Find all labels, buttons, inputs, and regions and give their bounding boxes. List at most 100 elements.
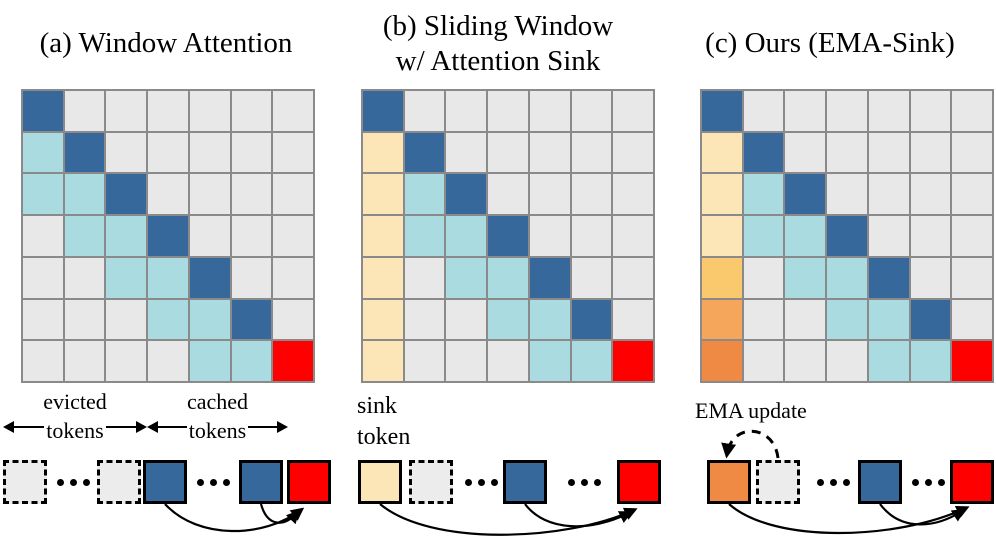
grid-cell-cached: [106, 216, 147, 256]
grid-cell-cached: [529, 299, 570, 340]
grid-cell-empty: [571, 174, 612, 215]
dot: [594, 478, 601, 486]
dot: [830, 478, 837, 486]
grid-cell-diagonal: [231, 299, 272, 340]
grid-cell-empty: [827, 132, 867, 173]
grid-cell-sink: [363, 299, 403, 340]
grid-cell-empty: [868, 174, 909, 215]
grid-cell-cached: [23, 132, 63, 173]
grid-cell-cached: [529, 341, 570, 381]
grid-cell-empty: [488, 341, 528, 381]
grid-cell-cached: [106, 257, 147, 298]
grid-cell-empty: [273, 299, 313, 340]
grid-cell-empty: [613, 299, 653, 340]
grid-cell-empty: [488, 91, 528, 131]
panel-a-title-line1: (a) Window Attention: [39, 27, 293, 60]
grid-cell-empty: [189, 132, 230, 173]
panel-b-title-line2: w/ Attention Sink: [395, 45, 601, 77]
grid-cell-ema-updated: [702, 299, 742, 340]
attend-arc-near: [259, 503, 300, 525]
grid-cell-diagonal: [488, 216, 528, 256]
cached-span-arrow: tokens: [147, 414, 288, 443]
grid-cell-ema-updated: [702, 341, 742, 381]
token-cached: [858, 460, 902, 504]
grid-cell-empty: [273, 132, 313, 173]
dot: [465, 478, 472, 486]
token-current: [950, 460, 994, 504]
token-row-b: [332, 455, 664, 541]
grid-cell-empty: [404, 299, 445, 340]
grid-cell-empty: [613, 216, 653, 256]
grid-cell-empty: [910, 132, 951, 173]
grid-cell-empty: [952, 216, 992, 256]
grid-cell-empty: [106, 132, 147, 173]
grid-cell-diagonal: [148, 216, 188, 256]
attend-arc-far: [164, 503, 305, 533]
token-ema: [707, 460, 751, 504]
dot: [223, 478, 230, 486]
dot: [925, 478, 932, 486]
grid-cell-empty: [785, 341, 826, 381]
grid-cell-sink: [702, 216, 742, 256]
ellipsis-dots: [568, 460, 601, 504]
sink-label-line1: sink: [357, 393, 398, 419]
evicted-label: evicted: [43, 389, 107, 414]
dot: [210, 478, 217, 486]
grid-cell-empty: [231, 216, 272, 256]
grid-cell-cached: [571, 341, 612, 381]
grid-cell-empty: [404, 257, 445, 298]
token-row-a: [0, 455, 332, 541]
grid-cell-diagonal: [189, 257, 230, 298]
dot: [478, 478, 485, 486]
attention-flow-arrows-c: [721, 429, 970, 535]
grid-cell-empty: [446, 341, 487, 381]
dot: [581, 478, 588, 486]
dot: [197, 478, 204, 486]
dot: [912, 478, 919, 486]
grid-cell-empty: [613, 174, 653, 215]
grid-cell-empty: [571, 132, 612, 173]
grid-cell-empty: [910, 257, 951, 298]
grid-cell-empty: [64, 341, 105, 381]
grid-cell-empty: [910, 174, 951, 215]
grid-cell-empty: [868, 216, 909, 256]
grid-cell-empty: [23, 216, 63, 256]
grid-cell-empty: [868, 91, 909, 131]
attend-arc-sink: [379, 503, 638, 536]
grid-cell-diagonal: [64, 132, 105, 173]
ellipsis-dots: [817, 460, 850, 504]
grid-cell-empty: [743, 257, 784, 298]
grid-cell-diagonal: [785, 174, 826, 215]
grid-cell-empty: [273, 216, 313, 256]
grid-cell-diagonal: [23, 91, 63, 131]
left-arrow-icon: [147, 421, 187, 433]
token-evicted: [3, 460, 47, 504]
panel-b-annotation: sink token: [332, 390, 664, 454]
attention-matrix-b: [361, 89, 655, 383]
grid-cell-diagonal: [702, 91, 742, 131]
token-cached: [143, 460, 187, 504]
grid-cell-diagonal: [571, 299, 612, 340]
grid-cell-empty: [785, 299, 826, 340]
grid-cell-empty: [273, 257, 313, 298]
grid-cell-empty: [827, 174, 867, 215]
dot: [491, 478, 498, 486]
grid-cell-cached: [827, 257, 867, 298]
grid-cell-cached: [64, 216, 105, 256]
grid-cell-empty: [952, 299, 992, 340]
grid-cell-empty: [64, 91, 105, 131]
grid-cell-empty: [571, 257, 612, 298]
grid-cell-cached: [488, 299, 528, 340]
grid-cell-sink: [363, 132, 403, 173]
grid-cell-cached: [868, 341, 909, 381]
grid-cell-diagonal: [827, 216, 867, 256]
grid-cell-cached: [404, 216, 445, 256]
grid-cell-diagonal: [363, 91, 403, 131]
grid-cell-empty: [827, 341, 867, 381]
grid-cell-empty: [952, 132, 992, 173]
grid-cell-empty: [231, 174, 272, 215]
cached-label: cached: [186, 389, 249, 414]
grid-cell-empty: [231, 257, 272, 298]
ellipsis-dots: [465, 460, 498, 504]
